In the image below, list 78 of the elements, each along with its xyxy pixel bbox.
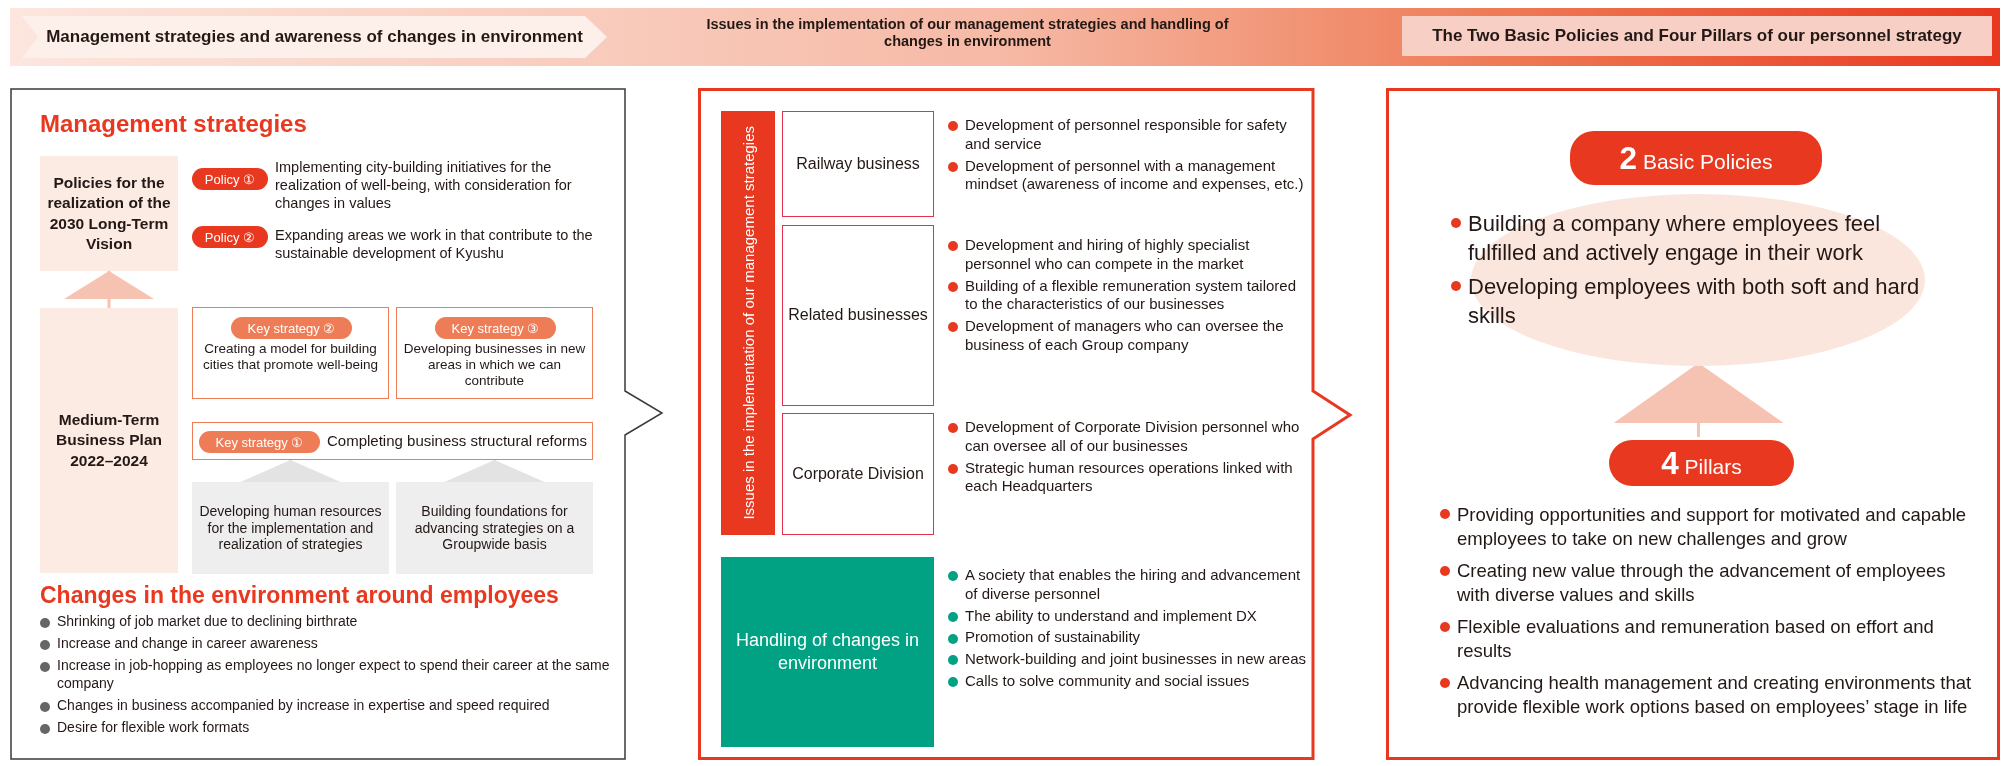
bullet-item: Development of Corporate Division personnel who can oversee all of our businesses bbox=[948, 418, 1308, 456]
policy-badge bbox=[192, 226, 268, 248]
bullet-item: Development of personnel responsible for safety and service bbox=[948, 116, 1308, 154]
bullet-item: Creating new value through the advancement of employees with diverse values and skills bbox=[1440, 559, 1980, 608]
category-title: Corporate Division bbox=[792, 463, 924, 484]
policy-text: Expanding areas we work in that contribute to the sustainable development of Kyushu bbox=[275, 226, 593, 263]
section-header: Management strategies and awareness of changes in environment bbox=[46, 27, 583, 47]
badge-label: Key strategy ② bbox=[247, 320, 336, 336]
bullet-item: Development and hiring of highly specialist personnel who can compete in the market bbox=[948, 236, 1308, 274]
arrow bbox=[1613, 363, 1784, 437]
bullet-item: Calls to solve community and social issues bbox=[948, 671, 1308, 691]
bullet-item: Building a company where employees feel fulfilled and actively engage in their work bbox=[1451, 210, 1933, 268]
badge-label: Policy ② bbox=[204, 229, 256, 245]
bullet-item: Changes in business accompanied by increase in expertise and speed required bbox=[40, 697, 617, 715]
pill-label: 2 Basic Policies bbox=[1619, 139, 1773, 177]
strategy-box bbox=[192, 422, 593, 460]
category-title: Railway business bbox=[796, 153, 920, 174]
plan-box bbox=[40, 156, 178, 271]
foundation-text: Building foundations for advancing strategies on a Groupwide basis bbox=[413, 502, 576, 554]
badge-label: Key strategy ① bbox=[215, 434, 304, 450]
bullet-item: Strategic human resources operations linked with each Headquarters bbox=[948, 458, 1308, 496]
category-bar bbox=[721, 111, 775, 535]
section-heading: Changes in the environment around employees bbox=[40, 582, 559, 609]
section-header: Issues in the implementation of our management strategies and handling of changes in environment bbox=[705, 16, 1230, 50]
section-panel bbox=[10, 88, 665, 760]
header-box bbox=[1402, 16, 1992, 56]
arrow bbox=[240, 460, 341, 482]
category-box bbox=[782, 225, 934, 406]
category-title: Handling of changes in environment bbox=[734, 628, 921, 675]
bullet-item: Increase and change in career awareness bbox=[40, 635, 617, 653]
section-heading: Management strategies bbox=[40, 110, 307, 138]
section-panel bbox=[1386, 88, 2000, 760]
section-panel bbox=[698, 88, 1353, 760]
strategy-badge bbox=[435, 317, 556, 339]
bullet-item: Advancing health management and creating environments that provide flexible work options based on employees’ stage in life bbox=[1440, 671, 1980, 720]
foundation-text: Developing human resources for the implementation and realization of strategies bbox=[198, 502, 383, 554]
category-title: Related businesses bbox=[788, 305, 928, 326]
bullet-item: A society that enables the hiring and advancement of diverse personnel bbox=[948, 566, 1308, 604]
section-header: The Two Basic Policies and Four Pillars of our personnel strategy bbox=[1432, 26, 1962, 46]
policy-pill bbox=[1609, 440, 1794, 486]
category-box bbox=[782, 413, 934, 535]
policy-text: Implementing city-building initiatives for the realization of well-being, with consideration for changes in values bbox=[275, 158, 573, 213]
plan-box bbox=[40, 308, 178, 573]
pill-label: 4 Pillars bbox=[1661, 444, 1742, 482]
foundation-box bbox=[396, 482, 593, 574]
arrow bbox=[64, 271, 154, 308]
bullet-item: Promotion of sustainability bbox=[948, 628, 1308, 647]
strategy-box bbox=[396, 307, 593, 399]
bullet-item: Shrinking of job market due to declining birthrate bbox=[40, 613, 617, 631]
arrow bbox=[444, 460, 545, 482]
badge-label: Key strategy ③ bbox=[451, 320, 540, 336]
strategy-text: Completing business structural reforms bbox=[327, 432, 589, 449]
strategy-badge bbox=[199, 431, 320, 453]
bullet-item: The ability to understand and implement DX bbox=[948, 606, 1308, 626]
category-box bbox=[782, 111, 934, 217]
plan-title: Policies for the realization of the 2030 Long-Term Vision bbox=[46, 173, 172, 254]
badge-label: Policy ① bbox=[204, 171, 256, 187]
bullet-item: Desire for flexible work formats bbox=[40, 719, 617, 737]
bullet-item: Building of a flexible remuneration system tailored to the characteristics of our businesses bbox=[948, 276, 1308, 314]
foundation-box bbox=[192, 482, 389, 574]
policy-badge bbox=[192, 168, 268, 190]
bullet-item: Development of managers who can oversee the business of each Group company bbox=[948, 317, 1308, 355]
category-box bbox=[721, 557, 934, 747]
bullet-item: Flexible evaluations and remuneration based on effort and results bbox=[1440, 615, 1980, 664]
strategy-badge bbox=[231, 317, 352, 339]
bullet-item: Development of personnel with a management mindset (awareness of income and expenses, etc.) bbox=[948, 156, 1308, 194]
header-band bbox=[10, 8, 2000, 66]
strategy-text: Creating a model for building cities that promote well-being bbox=[202, 341, 379, 374]
header-tab bbox=[22, 16, 607, 58]
bullet-item: Developing employees with both soft and hard skills bbox=[1451, 273, 1933, 331]
bullet-item: Providing opportunities and support for motivated and capable employees to take on new challenges and grow bbox=[1440, 503, 1980, 552]
plan-title: Medium-Term Business Plan 2022–2024 bbox=[55, 410, 163, 471]
strategy-text: Developing businesses in new areas in which we can contribute bbox=[402, 341, 587, 390]
bullet-item: Increase in job-hopping as employees no longer expect to spend their career at the same company bbox=[40, 657, 617, 692]
strategy-box bbox=[192, 307, 389, 399]
bullet-item: Network-building and joint businesses in new areas bbox=[948, 650, 1308, 669]
category-title: Issues in the implementation of our management strategies bbox=[739, 126, 757, 520]
policy-pill bbox=[1570, 131, 1822, 185]
